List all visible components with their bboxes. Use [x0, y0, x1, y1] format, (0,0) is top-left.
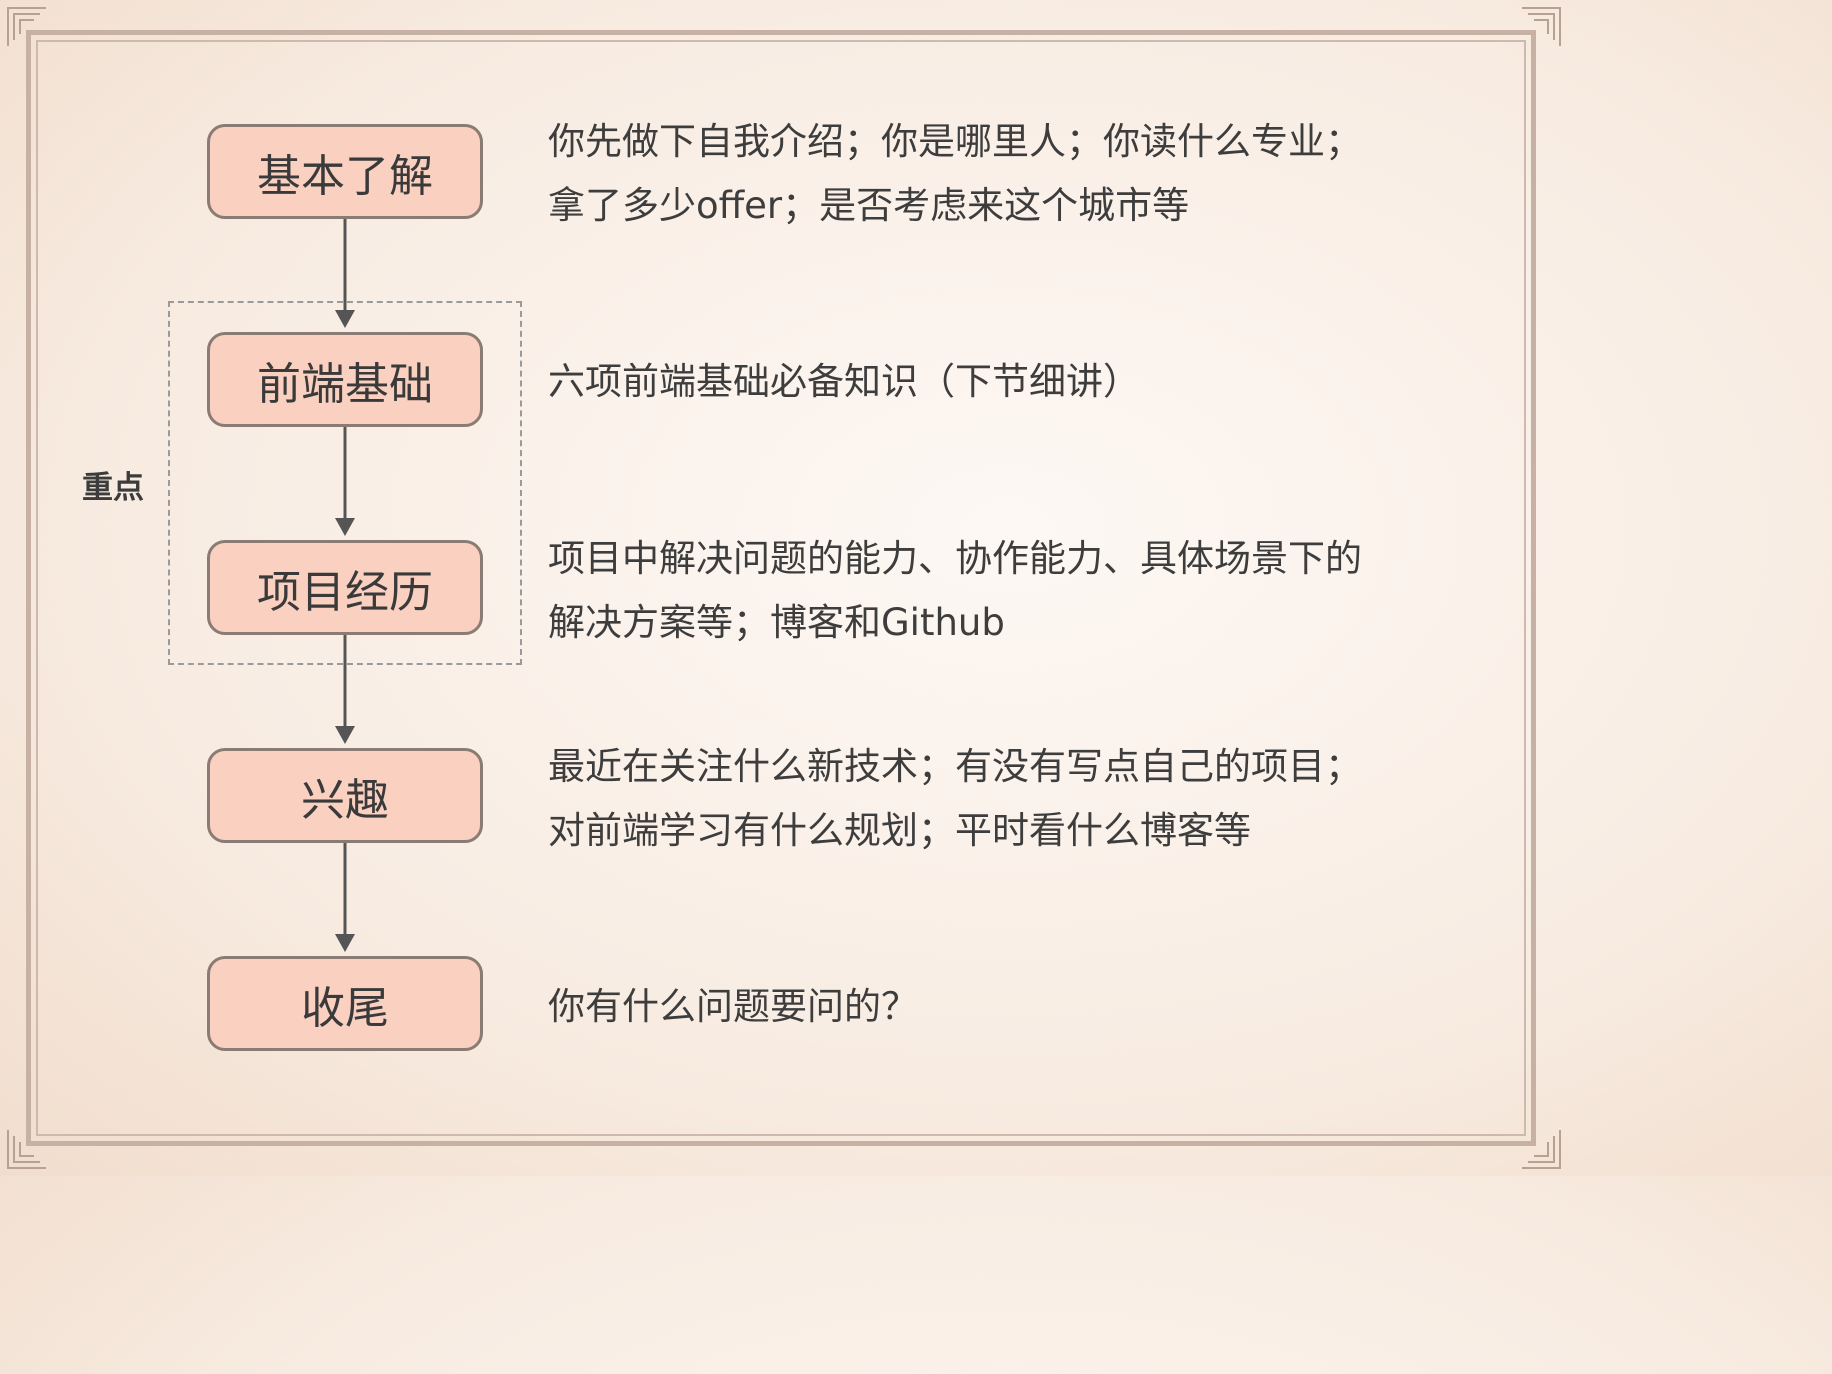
description-line: 拿了多少offer；是否考虑来这个城市等 — [548, 184, 1190, 227]
step-description-basic: 你先做下自我介绍；你是哪里人；你读什么专业； 拿了多少offer；是否考虑来这个… — [548, 110, 1362, 238]
description-line: 最近在关注什么新技术；有没有写点自己的项目； — [548, 745, 1362, 788]
corner-ornament-icon — [1518, 1126, 1564, 1172]
step-label: 兴趣 — [301, 774, 389, 826]
corner-ornament-icon — [4, 4, 50, 50]
focus-label: 重点 — [82, 470, 144, 506]
corner-ornament-icon — [4, 1126, 50, 1172]
step-description-closing: 你有什么问题要问的？ — [548, 975, 918, 1039]
step-node-basic: 基本了解 — [207, 124, 483, 219]
description-line: 你有什么问题要问的？ — [548, 985, 918, 1028]
step-description-projects: 项目中解决问题的能力、协作能力、具体场景下的 解决方案等；博客和Github — [548, 527, 1362, 655]
step-node-frontend-basics: 前端基础 — [207, 332, 483, 427]
step-node-closing: 收尾 — [207, 956, 483, 1051]
description-line: 六项前端基础必备知识（下节细讲） — [548, 360, 1140, 403]
decorative-frame-outer — [26, 30, 1536, 1146]
step-label: 收尾 — [301, 982, 389, 1034]
step-label: 基本了解 — [257, 150, 433, 202]
step-label: 前端基础 — [257, 358, 433, 410]
description-line: 项目中解决问题的能力、协作能力、具体场景下的 — [548, 537, 1362, 580]
description-line: 解决方案等；博客和Github — [548, 601, 1005, 644]
step-description-frontend-basics: 六项前端基础必备知识（下节细讲） — [548, 350, 1140, 414]
step-node-projects: 项目经历 — [207, 540, 483, 635]
corner-ornament-icon — [1518, 4, 1564, 50]
step-label: 项目经历 — [257, 566, 433, 618]
decorative-frame-inner — [36, 40, 1526, 1136]
description-line: 对前端学习有什么规划；平时看什么博客等 — [548, 809, 1251, 852]
step-node-interests: 兴趣 — [207, 748, 483, 843]
step-description-interests: 最近在关注什么新技术；有没有写点自己的项目； 对前端学习有什么规划；平时看什么博… — [548, 735, 1362, 863]
description-line: 你先做下自我介绍；你是哪里人；你读什么专业； — [548, 120, 1362, 163]
